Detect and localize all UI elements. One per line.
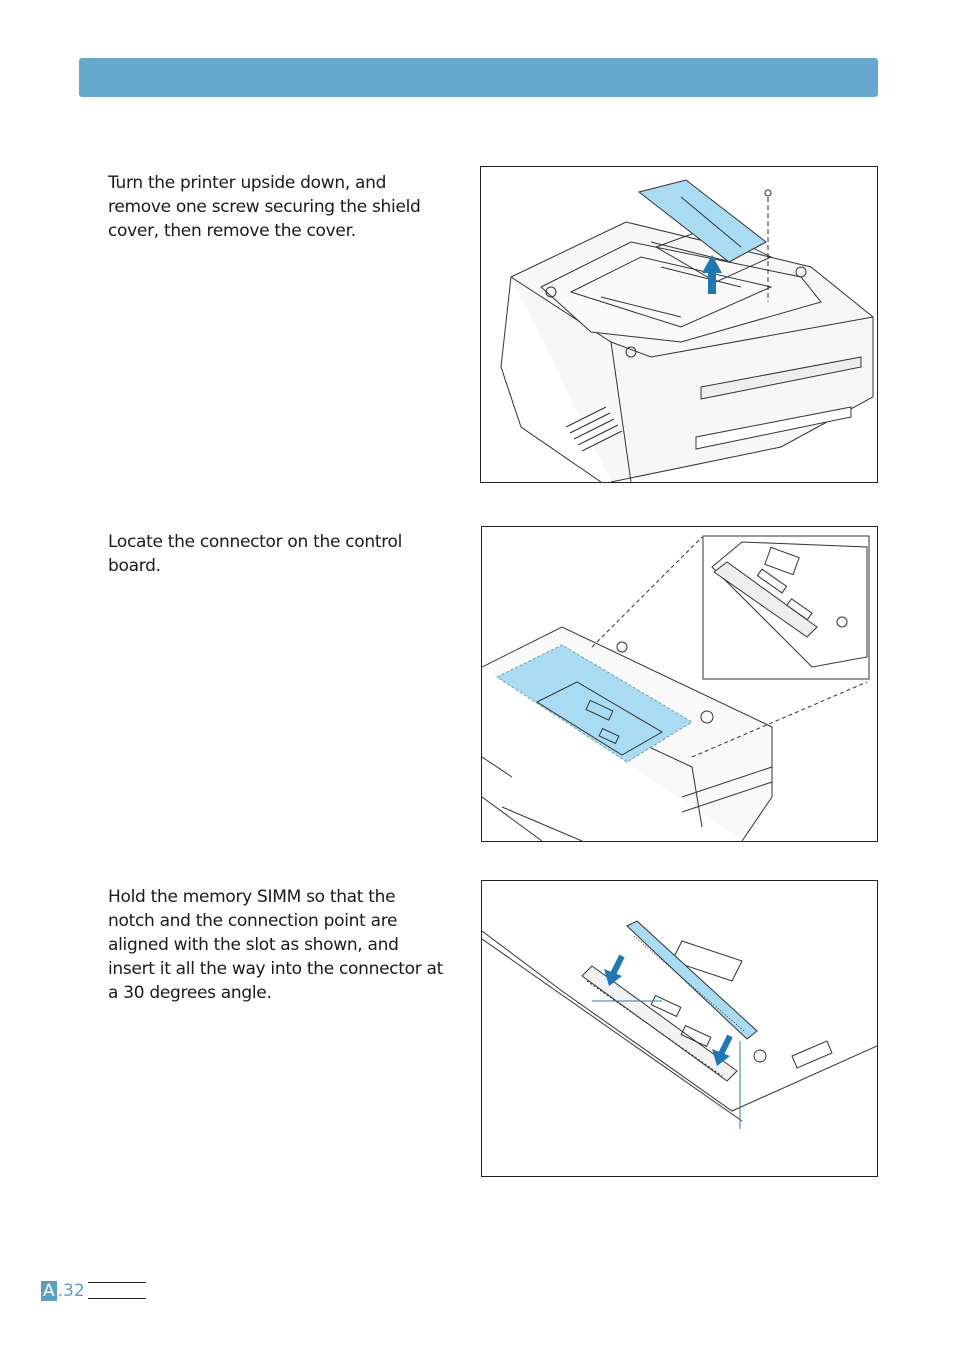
- insert-arrow-left-icon: [604, 954, 625, 986]
- printer-underside-illustration: [500, 179, 874, 482]
- step-3-instruction: Hold the memory SIMM so that the notch a…: [108, 887, 444, 1003]
- figure-locate-connector: [481, 526, 878, 842]
- figure-remove-shield-cover: [480, 166, 878, 483]
- page-number-digits: .32: [57, 1280, 85, 1301]
- figure-insert-simm: [481, 880, 878, 1177]
- page-number: A .32: [41, 1280, 85, 1301]
- step-1-instruction: Turn the printer upside down, and remove…: [108, 173, 421, 241]
- step-2-instruction: Locate the connector on the control boar…: [108, 532, 403, 576]
- simm-insertion-illustration: [482, 920, 877, 1129]
- lift-arrow-icon: [702, 255, 722, 294]
- page-number-letter: A: [41, 1280, 57, 1301]
- insert-arrow-right-icon: [712, 1034, 733, 1066]
- footer-rule-bottom: [88, 1298, 146, 1299]
- footer-rule-top: [88, 1282, 146, 1283]
- control-board-illustration: [482, 535, 870, 841]
- section-header-bar: [79, 58, 878, 97]
